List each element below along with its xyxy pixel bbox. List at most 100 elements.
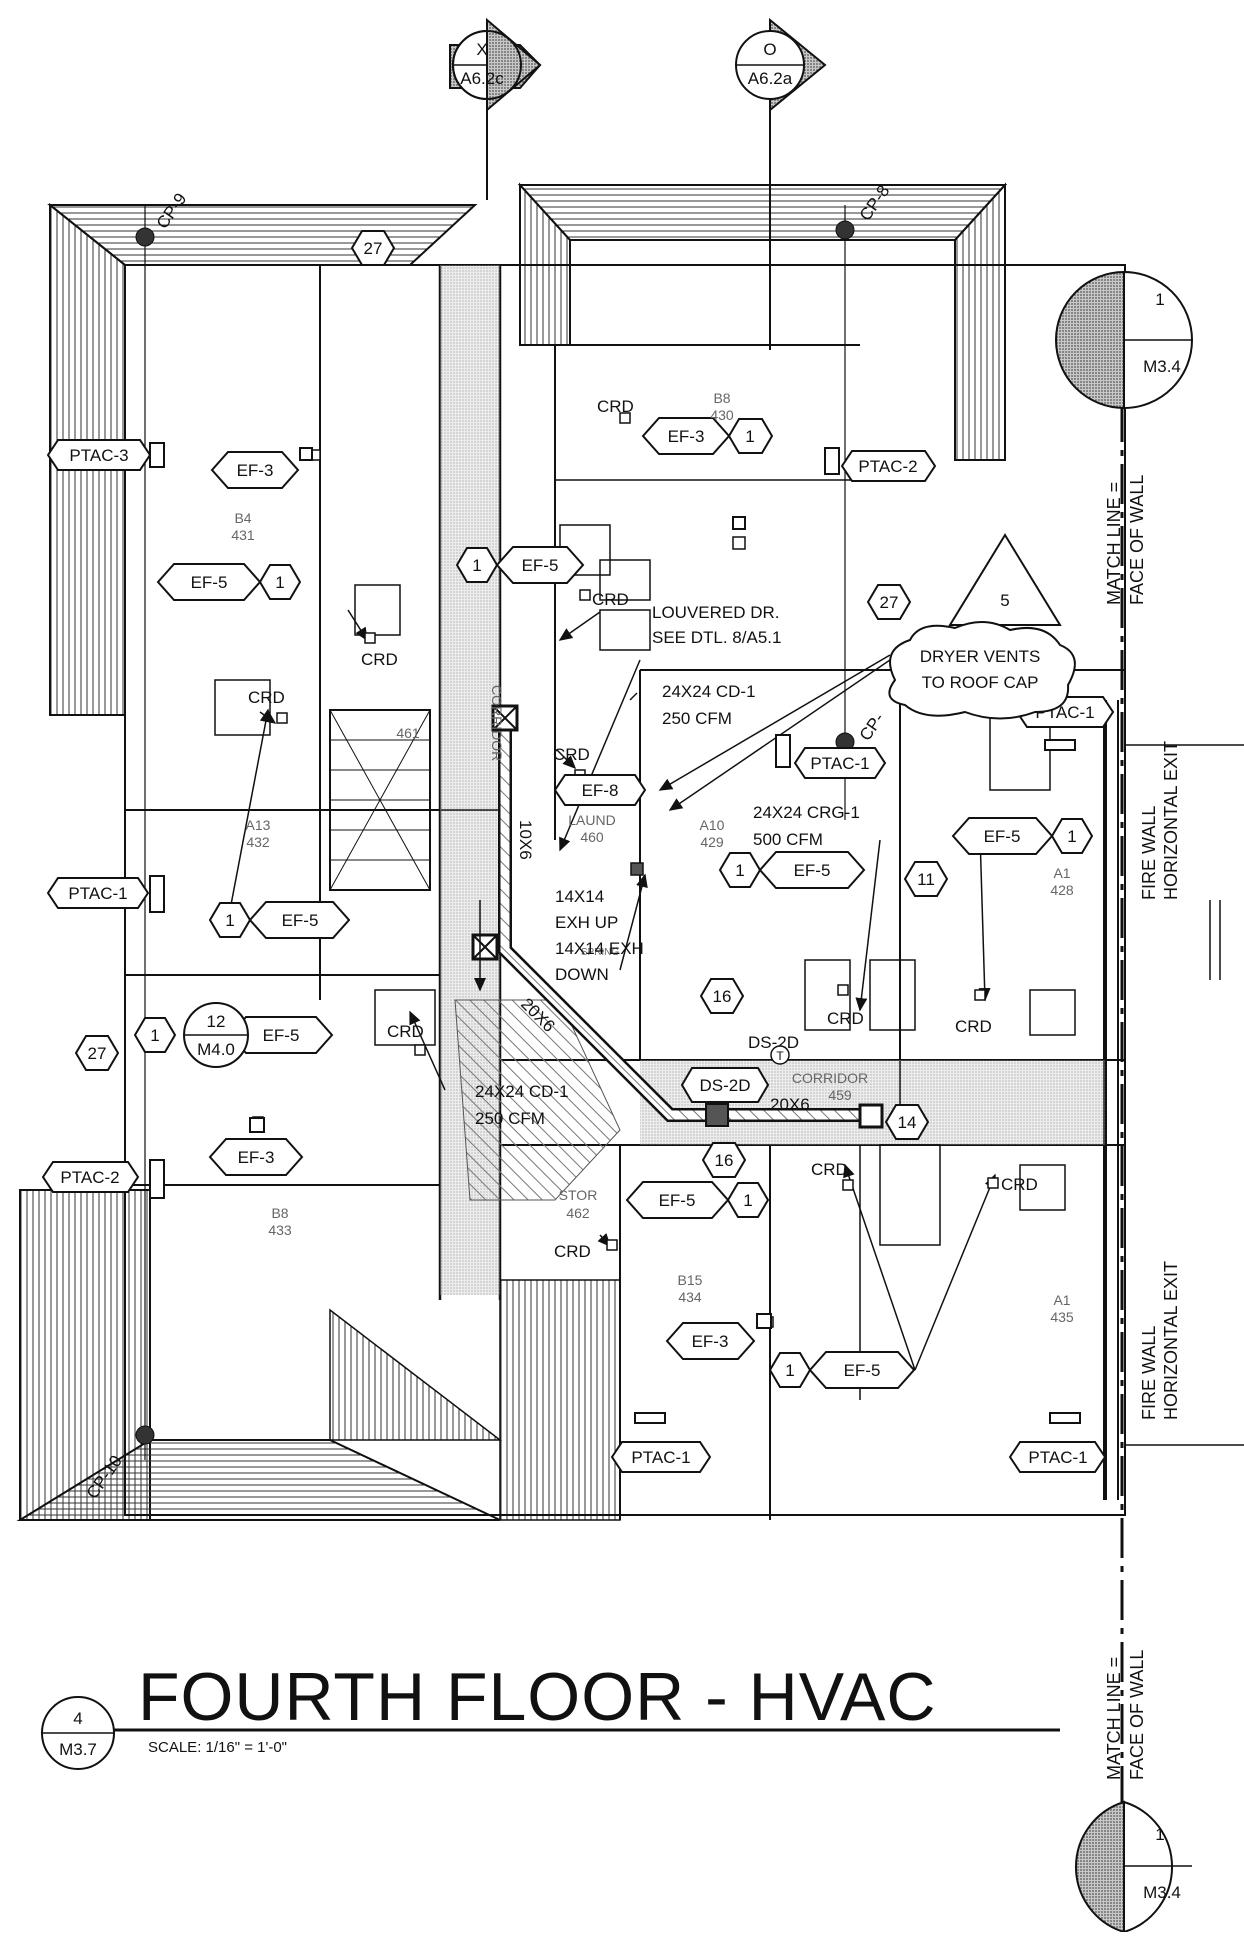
damper-tag: DS-2D [748, 1033, 799, 1052]
fire-wall-label: FIRE WALL [1139, 1326, 1159, 1420]
exh-note-line: 14X14 [555, 887, 604, 906]
keynote-number: 14 [898, 1113, 917, 1132]
crd-label: CRD [955, 1017, 992, 1036]
room-number: 435 [1050, 1309, 1074, 1325]
keynote-14: 14 [884, 1104, 930, 1140]
room-type: CORRIDOR [489, 685, 505, 761]
notes: LOUVERED DR. SEE DTL. 8/A5.1 24X24 CD-1 … [475, 603, 860, 1128]
section-marker-letter: X [476, 40, 487, 59]
cd-note-line: 24X24 CD-1 [662, 682, 756, 701]
keynote-27: 27 [74, 1035, 120, 1071]
keynote-number: 1 [1067, 827, 1076, 846]
ef-label: EF-5 [191, 573, 228, 592]
ef-tag: EF-5 1 [951, 817, 1094, 855]
ptac-label: PTAC-1 [810, 754, 869, 773]
ef-tag: EF-3 [208, 1117, 304, 1176]
crd-label: CRD [597, 397, 634, 416]
match-marker-sheet: M3.4 [1143, 357, 1181, 376]
drawing-title: FOURTH FLOOR - HVAC [138, 1659, 937, 1735]
room-number: 460 [580, 829, 604, 845]
keynote-number: 1 [743, 1191, 752, 1210]
section-marker-o: O A6.2a [735, 17, 827, 350]
ptac-label: PTAC-2 [60, 1168, 119, 1187]
ef-tag: EF-5 1 [718, 851, 866, 889]
room-number: 461 [396, 725, 420, 741]
crg-note-line: 24X24 CRG-1 [753, 803, 860, 822]
match-marker-number: 1 [1155, 1825, 1164, 1844]
section-marker-x: X A6.2c [449, 17, 542, 200]
match-marker-sheet: M3.4 [1143, 1883, 1181, 1902]
fire-wall-label: HORIZONTAL EXIT [1161, 1261, 1181, 1420]
keynote-5-triangle: 5 [948, 533, 1062, 626]
ef-label: EF-5 [659, 1191, 696, 1210]
keynote-tags: 27 27 27 11 16 16 14 5 [74, 230, 1062, 1178]
cd-note-line: 250 CFM [662, 709, 732, 728]
ef-label: EF-5 [282, 911, 319, 930]
room-number: 432 [246, 834, 270, 850]
crd-label: CRD [1001, 1175, 1038, 1194]
keynote-number: 16 [713, 987, 732, 1006]
duct-labels: 10X6 20X6 20X6 DS-2D DS-2D T [516, 820, 810, 1114]
ef-label: EF-3 [668, 427, 705, 446]
damper-tag: DS-2D [699, 1076, 750, 1095]
room-labels: B8 430 B4 431 461 A13 432 LAUND 460 A10 … [231, 390, 1074, 1325]
title-detail-sheet: M3.7 [59, 1740, 97, 1759]
ptac-label: PTAC-3 [69, 446, 128, 465]
ptac-tag: PTAC-2 [41, 1159, 165, 1199]
condenser-pad-label: CP- [856, 709, 888, 744]
title-block: 4 M3.7 FOURTH FLOOR - HVAC SCALE: 1/16" … [41, 1659, 1060, 1770]
match-line-label: FACE OF WALL [1127, 1650, 1147, 1780]
room-number: 462 [566, 1205, 590, 1221]
keynote-number: 1 [745, 427, 754, 446]
match-line-marker-bottom: 1 M3.4 [1074, 1800, 1192, 1934]
crd-label: CRD [361, 650, 398, 669]
fire-wall-label: FIRE WALL [1139, 806, 1159, 900]
ef-tag: EF-3 [210, 447, 313, 489]
ef-label: EF-5 [984, 827, 1021, 846]
keynote-number: 1 [472, 556, 481, 575]
ef-label: EF-8 [582, 781, 619, 800]
keynote-number: 1 [785, 1361, 794, 1380]
keynote-number: 1 [275, 573, 284, 592]
room-number: 429 [700, 834, 724, 850]
ptac-tag: PTAC-3 [46, 439, 165, 471]
room-type: B4 [234, 510, 251, 526]
crd-label: CRD [553, 745, 590, 764]
keynote-number: 5 [1000, 591, 1009, 610]
louvered-note-line: SEE DTL. 8/A5.1 [652, 628, 781, 647]
title-detail-number: 4 [73, 1709, 82, 1728]
room-type: SPRING [581, 947, 620, 958]
ef-tags: EF-3 EF-5 1 EF-3 1 1 EF-5 EF-5 1 [133, 417, 1094, 1389]
room-type: A1 [1053, 1292, 1070, 1308]
room-number: 434 [678, 1289, 702, 1305]
ptac-label: PTAC-1 [1028, 1448, 1087, 1467]
ptac-tag: PTAC-1 [610, 1412, 712, 1473]
dryer-note-line: TO ROOF CAP [922, 673, 1039, 692]
keynote-number: 27 [88, 1044, 107, 1063]
exh-note-line: EXH UP [555, 913, 618, 932]
room-type: B8 [713, 390, 730, 406]
match-line-label: MATCH LINE = [1104, 1657, 1124, 1780]
duct-size-label: 20X6 [770, 1095, 810, 1114]
ptac-tag: PTAC-1 [46, 875, 165, 913]
keynote-number: 1 [735, 861, 744, 880]
ptac-tags: PTAC-3 PTAC-2 PTAC-1 PTAC-1 PTAC-1 PTAC-… [41, 439, 1115, 1473]
exh-note-line: 14X14 EXH [555, 939, 644, 958]
keynote-27: 27 [350, 230, 396, 266]
room-number: 431 [231, 527, 255, 543]
roof-hatching [16, 182, 1008, 1521]
crg-note-line: 500 CFM [753, 830, 823, 849]
drawing-scale: SCALE: 1/16" = 1'-0" [148, 1739, 287, 1756]
room-type: B15 [678, 1272, 703, 1288]
vertical-labels: MATCH LINE = FACE OF WALL FIRE WALL HORI… [1104, 475, 1181, 1780]
cd-note-line: 24X24 CD-1 [475, 1082, 569, 1101]
ef-tag: EF-5 1 [208, 901, 351, 939]
section-marker-sheet: A6.2c [460, 69, 504, 88]
ptac-label: PTAC-1 [631, 1448, 690, 1467]
keynote-16: 16 [699, 978, 745, 1014]
ef-label: EF-3 [692, 1332, 729, 1351]
ptac-tag: PTAC-1 [775, 734, 887, 779]
ef-label: EF-5 [263, 1026, 300, 1045]
